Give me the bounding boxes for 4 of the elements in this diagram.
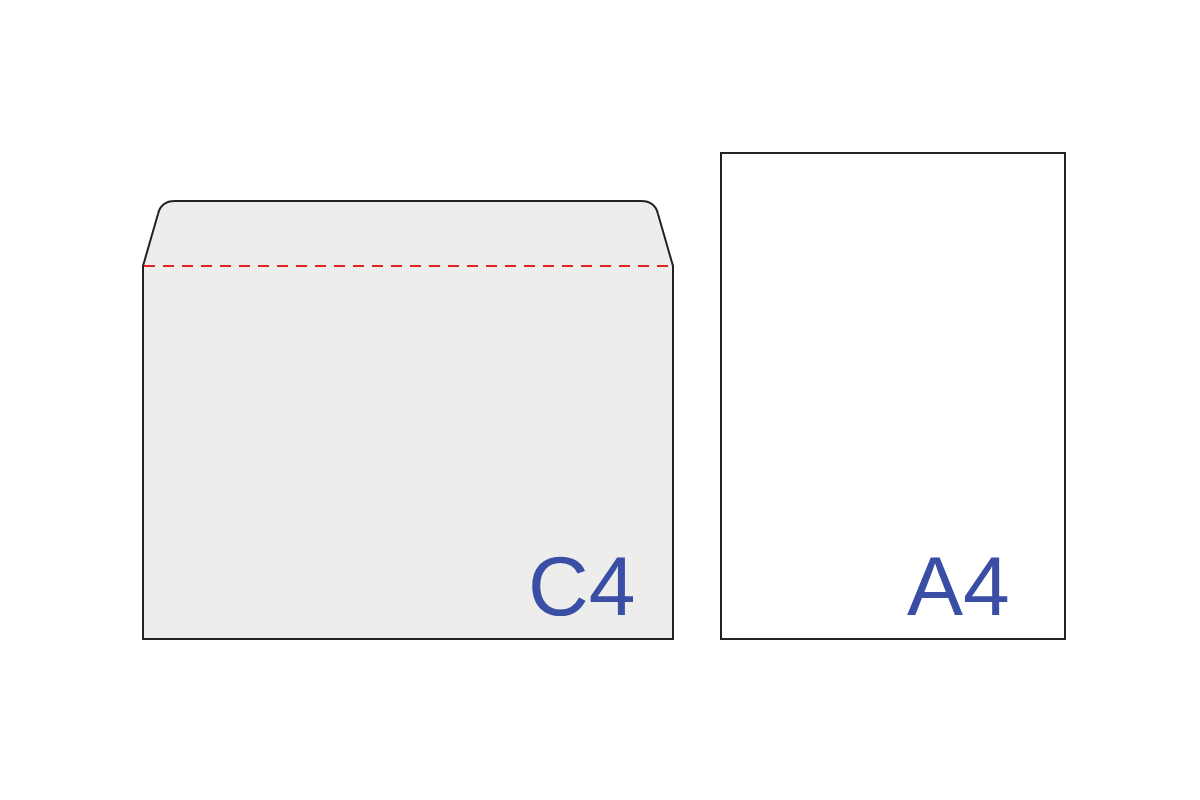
- size-label: A4: [907, 544, 1010, 628]
- size-label: C4: [528, 544, 636, 628]
- envelope-drawing: [143, 200, 673, 639]
- paper-sheet: [721, 153, 1065, 639]
